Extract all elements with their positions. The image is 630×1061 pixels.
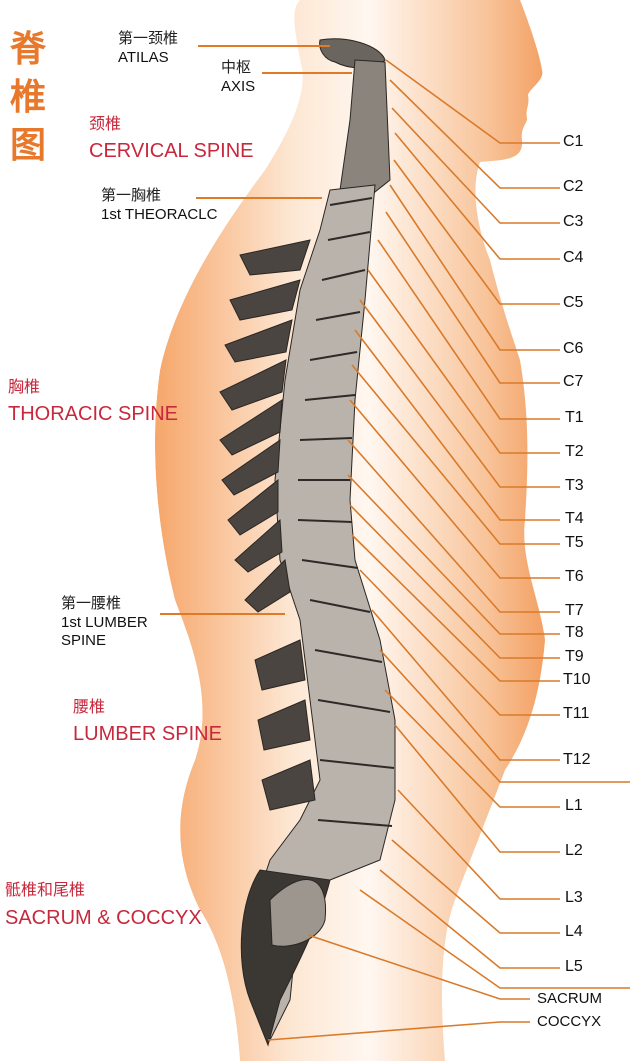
region-cervical-en: CERVICAL SPINE	[89, 140, 254, 162]
label-c4: C4	[563, 249, 584, 266]
title-char-3: 图	[10, 125, 47, 166]
label-t6: T6	[565, 568, 584, 585]
label-c3: C3	[563, 213, 584, 230]
axis-en: AXIS	[221, 78, 256, 95]
first-lumbar-cn: 第一腰椎	[61, 594, 122, 612]
first-thoracic-en: 1st THEORACLC	[101, 206, 218, 223]
label-l4: L4	[565, 923, 583, 940]
region-thoracic-cn: 胸椎	[8, 377, 41, 396]
region-lumbar-en: LUMBER SPINE	[73, 723, 222, 745]
region-sacrum-cn: 骶椎和尾椎	[5, 880, 86, 899]
label-c5: C5	[563, 294, 584, 311]
label-t12: T12	[563, 751, 591, 768]
label-t11: T11	[563, 705, 590, 722]
label-t5: T5	[565, 534, 584, 551]
label-c1: C1	[563, 133, 584, 150]
region-thoracic-en: THORACIC SPINE	[8, 403, 179, 425]
label-l2: L2	[565, 842, 583, 859]
label-c7: C7	[563, 373, 584, 390]
region-lumbar-cn: 腰椎	[73, 697, 106, 716]
region-cervical-cn: 颈椎	[89, 114, 122, 133]
label-t7: T7	[565, 602, 584, 619]
disc-lines	[297, 197, 395, 827]
title-char-1: 脊	[10, 29, 47, 70]
label-t3: T3	[565, 477, 584, 494]
first-thoracic-cn: 第一胸椎	[101, 186, 162, 204]
label-l5: L5	[565, 958, 583, 975]
label-t1: T1	[565, 409, 584, 426]
label-c2: C2	[563, 178, 584, 195]
label-c6: C6	[563, 340, 584, 357]
label-sacrum: SACRUM	[537, 990, 603, 1007]
label-t9: T9	[565, 648, 584, 665]
label-l3: L3	[565, 889, 583, 906]
label-t4: T4	[565, 510, 584, 527]
atlas-cn: 第一颈椎	[118, 29, 179, 47]
label-coccyx: COCCYX	[537, 1013, 602, 1030]
label-t2: T2	[565, 443, 584, 460]
first-lumbar-en: 1st LUMBER	[61, 614, 148, 631]
atlas-en: ATILAS	[118, 49, 169, 66]
right-leader-lines	[267, 59, 630, 1041]
title-char-2: 椎	[10, 77, 47, 118]
first-lumbar-en2: SPINE	[61, 632, 107, 649]
label-l1: L1	[565, 797, 583, 814]
label-t10: T10	[563, 671, 591, 688]
vertebrae	[219, 38, 396, 1047]
left-leader-lines	[160, 45, 352, 615]
axis-cn: 中枢	[221, 58, 252, 76]
label-t8: T8	[565, 624, 584, 641]
region-sacrum-en: SACRUM & COCCYX	[5, 907, 202, 929]
